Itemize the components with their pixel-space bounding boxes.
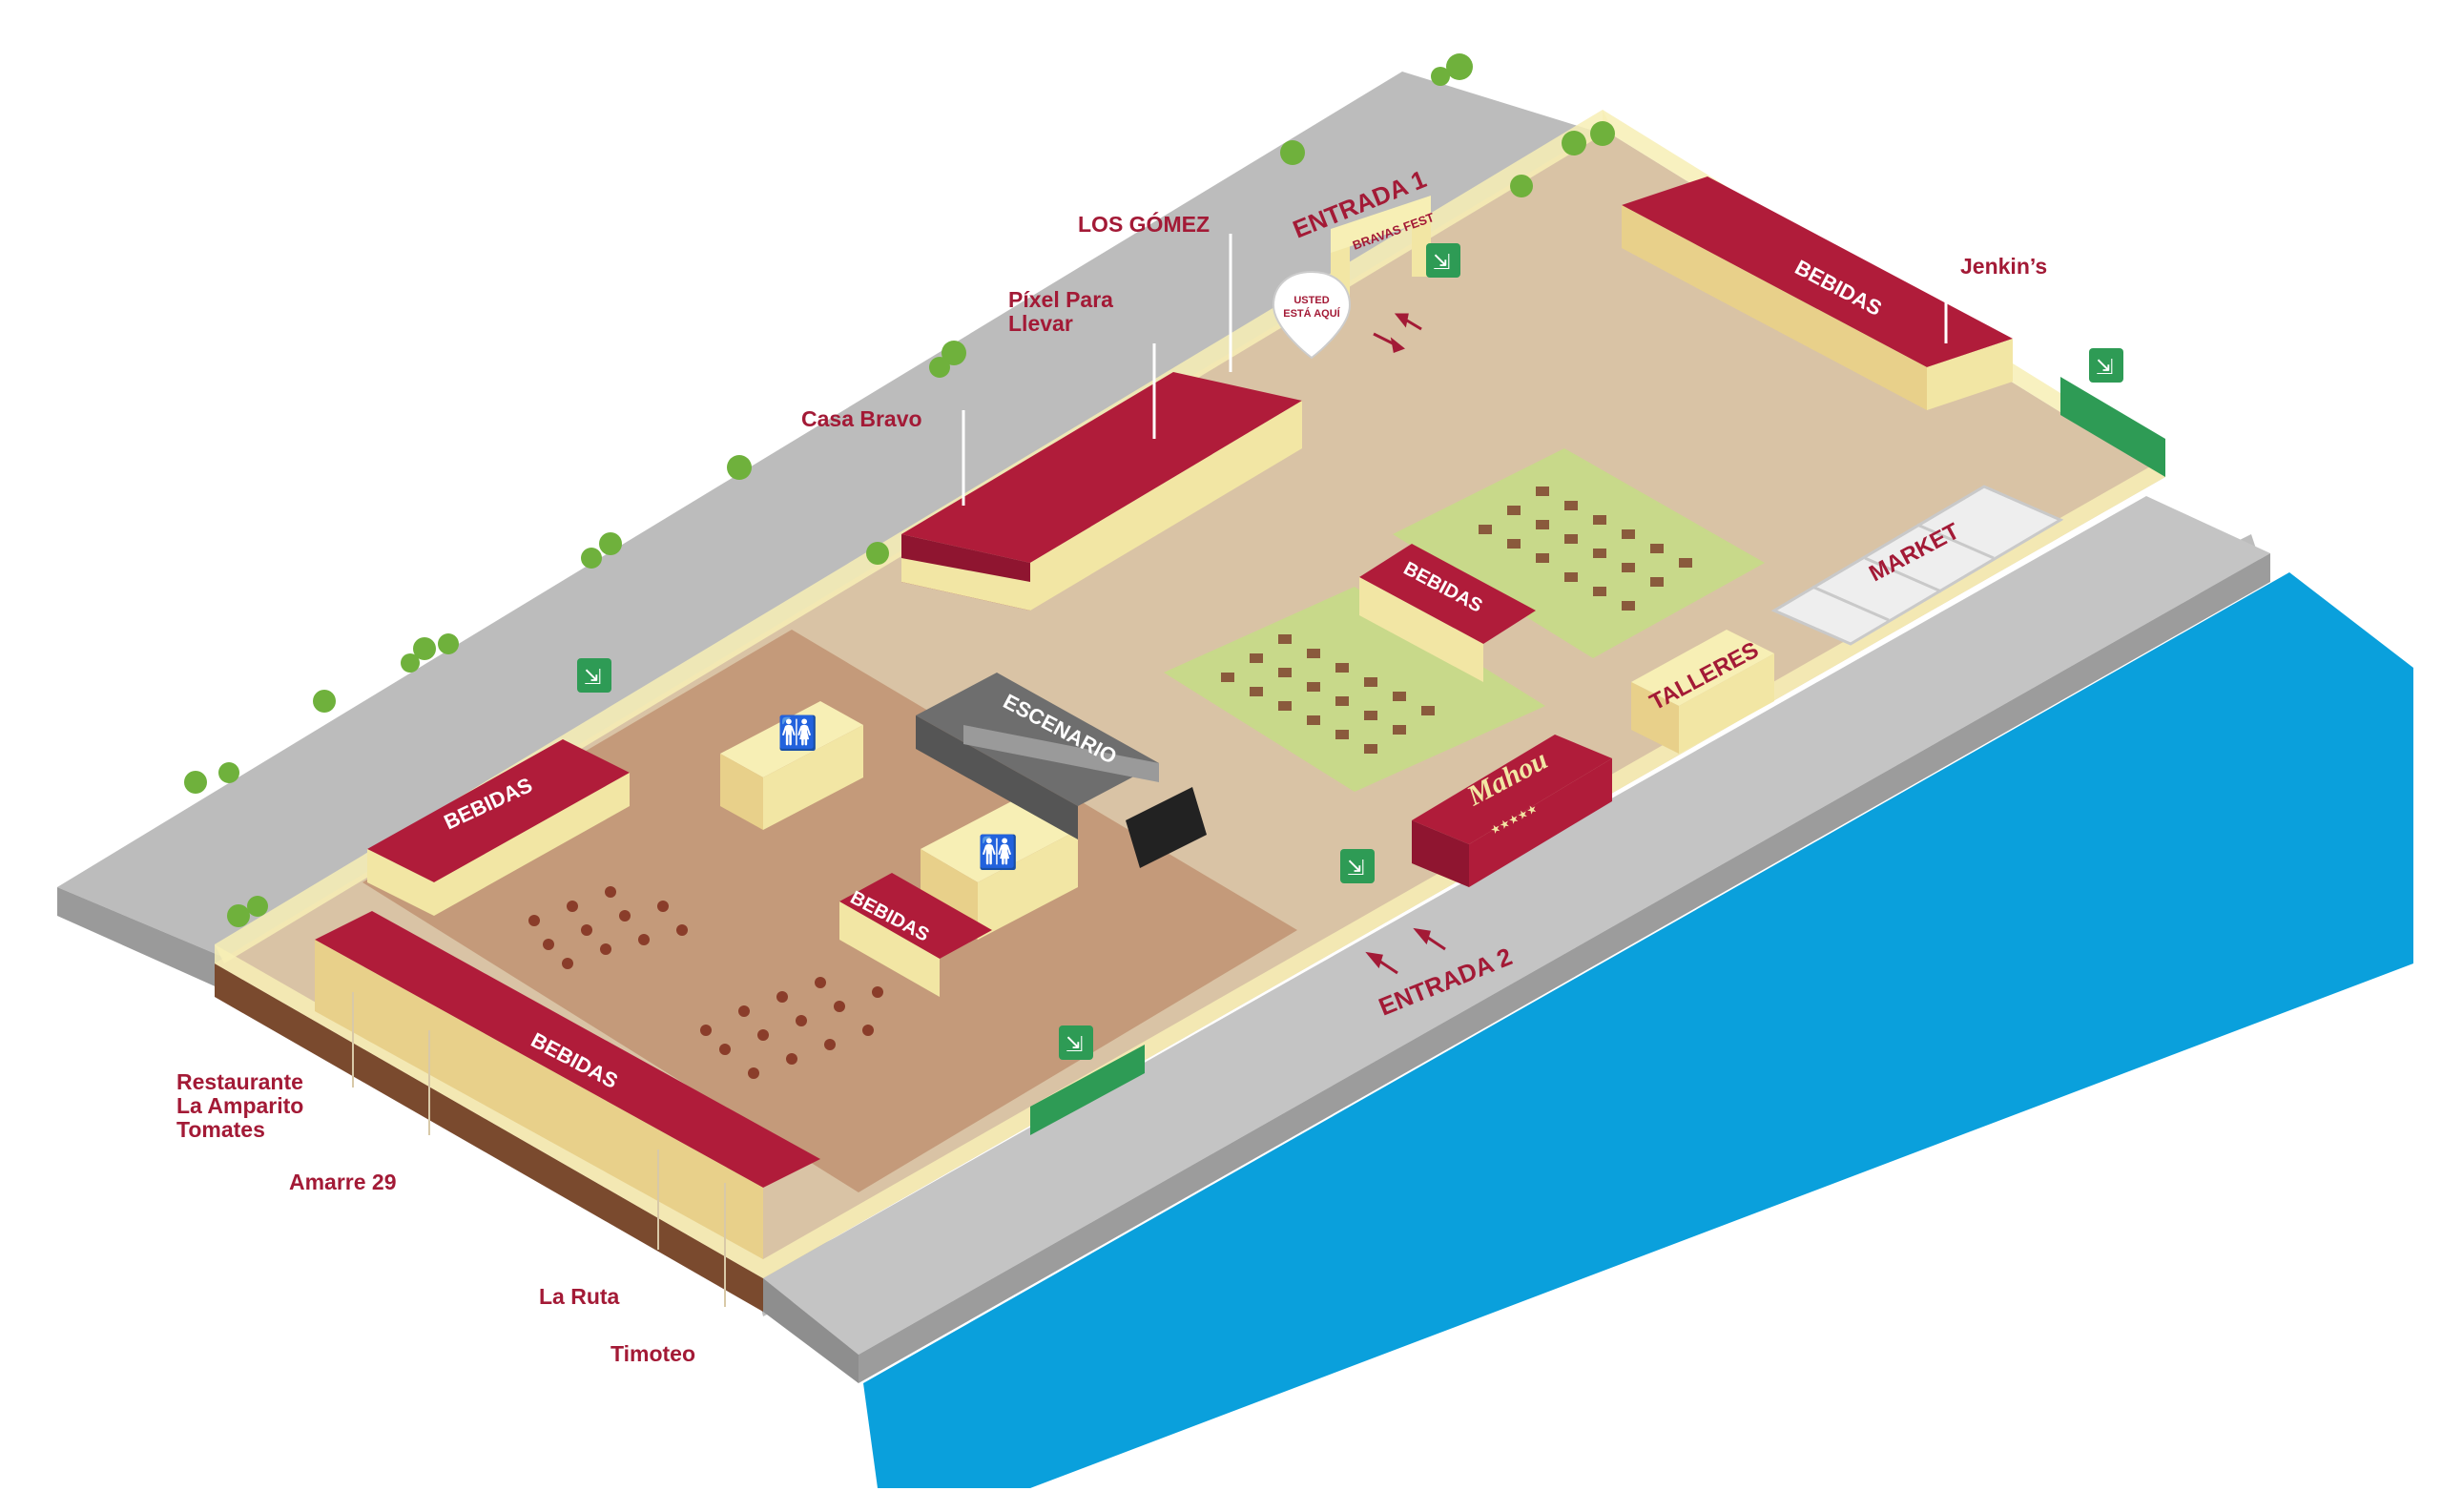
vendor-label-la-ruta: La Ruta	[539, 1284, 620, 1309]
quay-edge-dark	[763, 1278, 859, 1383]
bebidas-center-lawn	[1359, 544, 1536, 682]
tree-icons	[184, 53, 1615, 927]
quay-top-left-street	[57, 72, 1603, 963]
exit-sign-icon-top: ⇲	[1426, 243, 1460, 278]
exit-sign-icon-entrada2: ⇲	[1340, 849, 1375, 883]
svg-text:⇲: ⇲	[1433, 250, 1450, 274]
location-pin-icon	[1272, 270, 1352, 360]
lawn-front	[1164, 587, 1545, 792]
stall-row-top	[901, 372, 1302, 611]
stage	[916, 673, 1207, 868]
vendor-label-amarre: Amarre 29	[289, 1170, 397, 1194]
you-are-here-line1: USTED	[1293, 295, 1329, 306]
talleres-booth	[1631, 630, 1774, 754]
quay-edge-dark-2	[859, 553, 2270, 1383]
ground-base-earth	[215, 963, 763, 1312]
leader-lines	[962, 234, 1948, 506]
toilet-block-1	[720, 701, 863, 830]
exit-sign-icon-right: ⇲	[2089, 348, 2123, 383]
exit-wall-left	[1030, 1045, 1145, 1135]
toilet-icon-2: 🚻	[978, 834, 1018, 871]
leader-lines-front	[352, 992, 726, 1307]
exit-sign-icon-bottom: ⇲	[1059, 1025, 1093, 1060]
bebidas-left-upper	[367, 739, 630, 916]
toilet-icon-1: 🚻	[777, 715, 817, 752]
picnic-tables-back	[1479, 487, 1692, 611]
exit-wall-right	[2060, 377, 2165, 477]
vendor-label-jenkins: Jenkin’s	[1960, 254, 2047, 279]
vendor-label-los-gomez: LOS GÓMEZ	[1078, 211, 1210, 237]
vendor-label-restaurante-1: Restaurante	[176, 1069, 303, 1094]
vendor-label-restaurante-2: La Amparito	[176, 1093, 303, 1118]
sponsor-booth	[1412, 735, 1612, 887]
arrow-icon-entrada1	[1373, 313, 1422, 354]
vendor-label-timoteo: Timoteo	[610, 1341, 695, 1366]
vendor-label-pixel-2: Llevar	[1008, 311, 1073, 336]
market-tents	[1770, 485, 2064, 646]
arrow-icon-entrada2	[1365, 927, 1446, 975]
svg-text:⇲: ⇲	[1347, 856, 1364, 880]
you-are-here-line2: ESTÁ AQUÍ	[1283, 307, 1340, 320]
lawn-back	[1393, 448, 1765, 658]
svg-text:⇲: ⇲	[584, 665, 601, 689]
river-water	[863, 572, 2413, 1488]
quay-walkway-main	[763, 496, 2270, 1355]
picnic-tables-front	[1221, 634, 1435, 754]
svg-text:⇲: ⇲	[2096, 355, 2113, 379]
quay-left-edge	[57, 887, 238, 997]
svg-text:⇲: ⇲	[1066, 1032, 1083, 1056]
plaza-tables	[528, 886, 883, 1079]
vendor-label-casa-bravo: Casa Bravo	[801, 406, 922, 431]
stall-row-jenkins	[1622, 176, 2013, 410]
vendor-label-pixel-1: Píxel Para	[1008, 287, 1113, 312]
exit-sign-icon-left: ⇲	[577, 658, 611, 693]
bebidas-center-left	[839, 873, 992, 997]
stall-row-front	[315, 911, 820, 1259]
vendor-label-restaurante-3: Tomates	[176, 1117, 265, 1142]
entrance-gate-1	[1331, 196, 1431, 300]
